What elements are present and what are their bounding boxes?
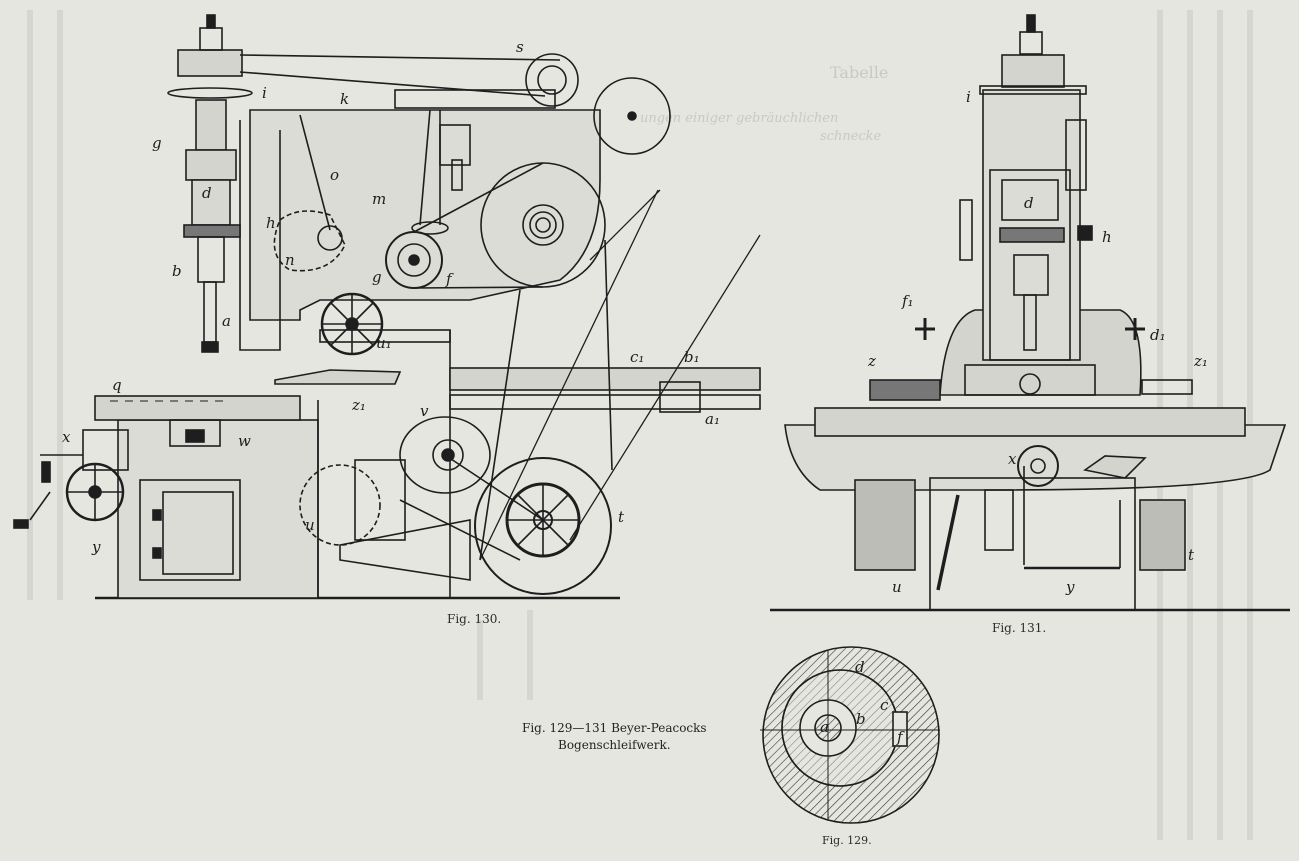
label-131-x: x bbox=[1008, 450, 1017, 468]
label-g-upper: g bbox=[152, 134, 162, 152]
label-129-d: d bbox=[855, 658, 865, 676]
label-131-z1: z₁ bbox=[1193, 352, 1208, 370]
caption-fig-129: Fig. 129. bbox=[822, 834, 872, 847]
figure-131 bbox=[770, 14, 1290, 612]
label-o: o bbox=[330, 166, 339, 184]
label-s: s bbox=[516, 38, 524, 56]
label-i: i bbox=[262, 84, 267, 102]
main-caption: Fig. 129—131 Beyer-Peacocks Bogenschleif… bbox=[522, 720, 707, 754]
figure-130 bbox=[13, 14, 761, 600]
label-h: h bbox=[266, 214, 276, 232]
label-b1: b₁ bbox=[684, 348, 700, 366]
label-v: v bbox=[420, 402, 429, 420]
label-129-c: c bbox=[880, 696, 889, 714]
label-d: d bbox=[202, 184, 212, 202]
label-f: f bbox=[445, 270, 454, 288]
label-m: m bbox=[372, 190, 386, 208]
labels-fig-129: d a b c f bbox=[820, 658, 905, 746]
label-129-b: b bbox=[856, 710, 866, 728]
label-129-f: f bbox=[896, 728, 905, 746]
label-t: t bbox=[618, 508, 625, 526]
label-z1: z₁ bbox=[351, 396, 366, 414]
main-caption-line1: Fig. 129—131 Beyer-Peacocks bbox=[522, 721, 707, 735]
label-131-u: u bbox=[892, 578, 902, 596]
label-131-y: y bbox=[1065, 578, 1075, 596]
label-131-t: t bbox=[1188, 546, 1195, 564]
label-u: u bbox=[305, 516, 315, 534]
label-n: n bbox=[285, 251, 295, 269]
label-131-d1: d₁ bbox=[1150, 326, 1166, 344]
label-131-h: h bbox=[1102, 228, 1112, 246]
ghost-line2: ungen einiger gebräuchlichen bbox=[640, 111, 838, 126]
ghost-line3: schnecke bbox=[820, 129, 882, 144]
label-a: a bbox=[222, 312, 231, 330]
ghost-tabelle: Tabelle bbox=[830, 63, 888, 82]
label-131-d: d bbox=[1024, 194, 1034, 212]
label-w: w bbox=[238, 432, 251, 450]
caption-fig-131: Fig. 131. bbox=[992, 621, 1047, 635]
caption-fig-130: Fig. 130. bbox=[447, 612, 502, 626]
main-caption-line2: Bogenschleifwerk. bbox=[558, 738, 671, 752]
label-131-z: z bbox=[867, 352, 876, 370]
label-131-f1: f₁ bbox=[901, 292, 914, 310]
label-q: q bbox=[112, 376, 122, 394]
label-y: y bbox=[91, 538, 101, 556]
label-b: b bbox=[172, 262, 182, 280]
label-c1: c₁ bbox=[630, 348, 644, 366]
label-k: k bbox=[340, 90, 349, 108]
label-131-i: i bbox=[966, 88, 971, 106]
label-u1: u₁ bbox=[376, 334, 392, 352]
labels-fig-131: i d h f₁ d₁ z z₁ x u y t bbox=[867, 88, 1208, 596]
label-129-a: a bbox=[820, 718, 829, 736]
label-a1: a₁ bbox=[705, 410, 720, 428]
labels-fig-130: s i k g o d m h n f g b a u₁ q c₁ b₁ z₁ … bbox=[62, 38, 720, 556]
label-x: x bbox=[62, 428, 71, 446]
figure-129 bbox=[760, 646, 940, 824]
label-g-lower: g bbox=[372, 268, 382, 286]
